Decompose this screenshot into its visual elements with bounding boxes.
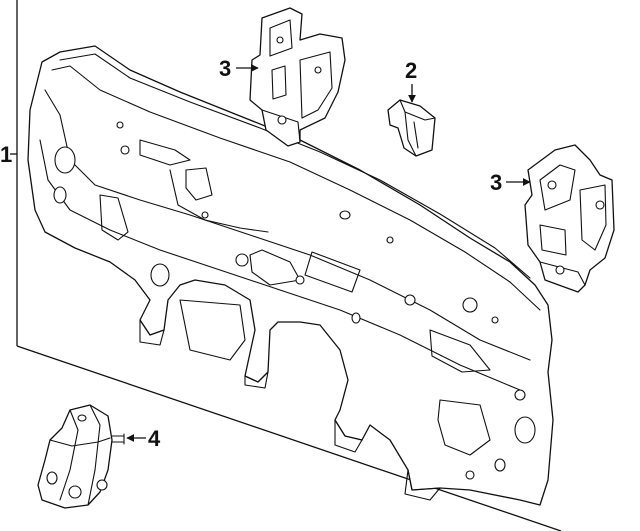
callout-3-right: 3 <box>490 170 502 195</box>
callout-2: 2 <box>405 58 417 83</box>
callout-3-top: 3 <box>219 56 231 81</box>
callout-4: 4 <box>148 426 161 451</box>
small-bracket[interactable] <box>387 99 436 157</box>
upper-bracket-top[interactable] <box>249 7 346 147</box>
upper-bracket-right[interactable] <box>524 144 615 293</box>
callout-1: 1 <box>0 142 12 167</box>
callout-1-bracket <box>10 0 562 531</box>
lower-mount[interactable] <box>37 404 125 509</box>
